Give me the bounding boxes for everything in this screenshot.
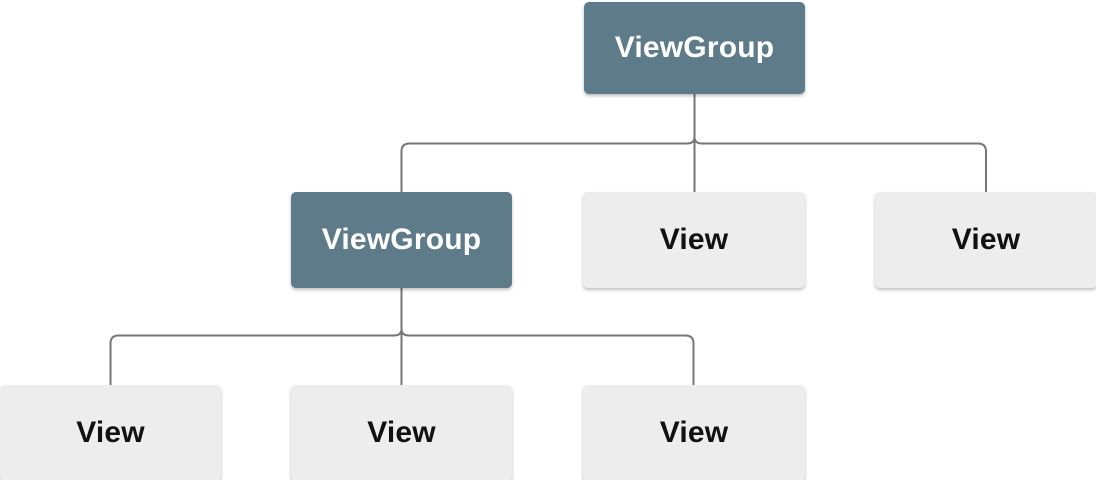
node-root-viewgroup: ViewGroup: [584, 2, 805, 94]
node-grandchild-view-2: View: [291, 385, 512, 480]
node-grandchild-view-1: View: [0, 385, 221, 480]
node-child-view-2: View: [875, 192, 1096, 288]
connector-root-to-child-viewgroup: [400, 136, 696, 192]
connector-viewgroup-to-grandchild-view-3: [400, 328, 695, 385]
connector-root-to-child-view-2: [693, 136, 987, 192]
connector-viewgroup-to-grandchild-view-1: [109, 328, 403, 385]
node-child-viewgroup: ViewGroup: [291, 192, 512, 288]
node-child-view-1: View: [583, 192, 805, 288]
node-grandchild-view-3: View: [583, 385, 805, 480]
